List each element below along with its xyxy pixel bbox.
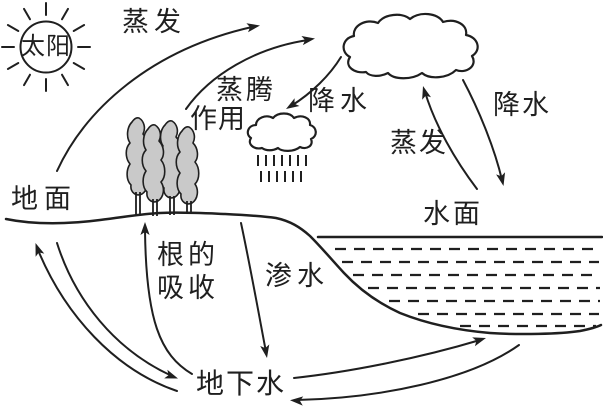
root-absorption-label-line2: 吸收 bbox=[157, 273, 219, 304]
sun-icon bbox=[1, 2, 91, 92]
root-absorption-label-line1: 根的 bbox=[157, 240, 219, 271]
sun-label: 太阳 bbox=[21, 32, 71, 60]
transpiration-arrow bbox=[185, 35, 315, 110]
seepage-label: 渗水 bbox=[265, 261, 329, 292]
ground-surface-label: 地面 bbox=[11, 184, 77, 215]
precipitation-left-arrow bbox=[286, 56, 342, 109]
transpiration-label-line1: 蒸腾 bbox=[216, 75, 276, 106]
lake-water-dashes bbox=[335, 247, 600, 328]
transpiration-label-line2: 作用 bbox=[190, 104, 246, 135]
groundwater-to-lake-arrow bbox=[293, 337, 486, 379]
rain-lines bbox=[257, 155, 307, 182]
big-cloud-icon bbox=[342, 12, 479, 80]
lake-to-groundwater-arrow bbox=[290, 344, 520, 406]
water-evaporation-arrow bbox=[422, 86, 478, 190]
precipitation-right-arrow bbox=[462, 79, 506, 186]
ground-evaporation-arrow bbox=[56, 23, 260, 172]
precipitation-right-label: 降水 bbox=[493, 90, 551, 121]
groundwater-label: 地下水 bbox=[196, 367, 287, 400]
root-absorption-arrow bbox=[140, 222, 193, 375]
groundwater-to-surface-left-arrow bbox=[35, 243, 178, 392]
evaporation-top-label: 蒸发 bbox=[122, 7, 186, 38]
water-surface-label: 水面 bbox=[423, 199, 483, 230]
ground-and-bank-line bbox=[4, 211, 603, 336]
evaporation-right-label: 蒸发 bbox=[390, 128, 448, 159]
seepage-arrow bbox=[240, 222, 270, 358]
small-cloud-icon bbox=[246, 112, 317, 152]
trees-icon bbox=[125, 116, 200, 216]
surface-to-groundwater-left-arrow bbox=[56, 242, 178, 379]
precipitation-left-label: 降水 bbox=[308, 86, 372, 117]
